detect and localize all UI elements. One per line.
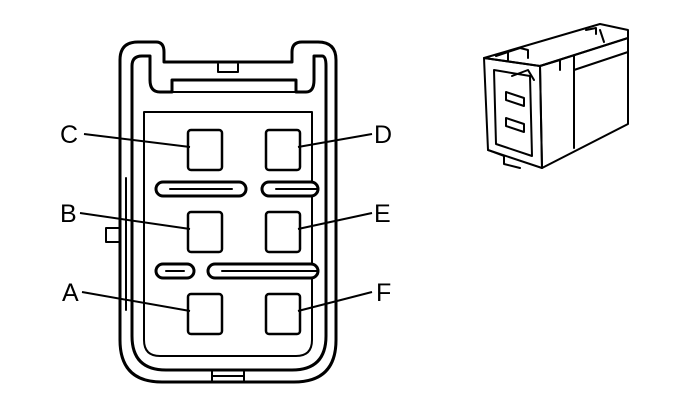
pin-label-b: B [60, 200, 77, 228]
pin-label-e: E [374, 200, 391, 228]
leader-line-d [297, 133, 373, 148]
connector-face [105, 40, 338, 384]
leader-line-a [81, 291, 191, 312]
leader-line-e [297, 212, 373, 230]
pin-cavity-d [264, 128, 302, 172]
pin-label-a: A [62, 279, 79, 307]
pin-cavity-b [186, 210, 224, 254]
leader-line-c [83, 133, 191, 148]
pin-cavity-f [264, 292, 302, 336]
connector-isometric-view [483, 23, 629, 169]
pin-label-f: F [376, 279, 391, 307]
pin-cavity-c [186, 128, 224, 172]
pin-label-d: D [374, 121, 392, 149]
leader-line-f [297, 291, 373, 312]
pin-cavity-e [264, 210, 302, 254]
pin-cavity-a [186, 292, 224, 336]
pin-label-c: C [60, 121, 78, 149]
leader-line-b [79, 212, 191, 230]
